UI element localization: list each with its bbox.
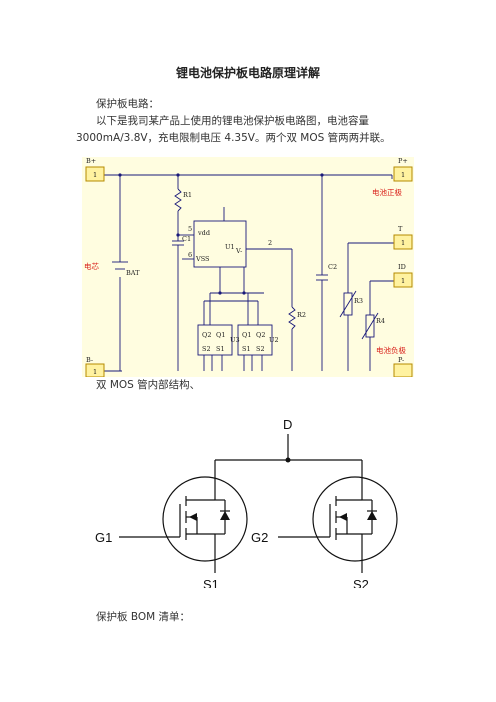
- q2-label-u3: Q2: [202, 331, 211, 339]
- pin-2-label: 2: [268, 239, 272, 247]
- port-bminus-pin: 1: [93, 368, 97, 376]
- dual-mos-diagram: D G1 G2 S1 S2: [85, 408, 415, 592]
- intro-line-2: 3000mA/3.8V，充电限制电压 4.35V。两个双 MOS 管两两并联。: [76, 132, 391, 144]
- q2-label-u2: Q2: [256, 331, 265, 339]
- battery-positive-label: 电池正极: [372, 187, 402, 197]
- r3-label: R3: [354, 297, 363, 305]
- vdd-label: vdd: [197, 229, 210, 237]
- port-pplus-label: P+: [398, 157, 408, 165]
- pin-6-label: 6: [188, 251, 192, 259]
- s2-label-u3: S2: [202, 345, 211, 353]
- port-id-label: ID: [398, 263, 406, 271]
- s1-label-u3: S1: [216, 345, 225, 353]
- mos-d-label: D: [283, 417, 292, 432]
- port-pminus-label: P-: [398, 356, 404, 364]
- battery-cell-label: 电芯: [84, 261, 99, 271]
- r1-label: R1: [183, 191, 192, 199]
- bom-heading: 保护板 BOM 清单：: [96, 611, 191, 623]
- mos-g2-label: G2: [251, 530, 268, 545]
- document-title: 锂电池保护板电路原理详解: [175, 66, 320, 80]
- c2-label: C2: [328, 263, 337, 271]
- port-bplus-label: B+: [86, 157, 96, 165]
- q1-label-u3: Q1: [216, 331, 225, 339]
- port-t-label: T: [398, 225, 403, 233]
- port-pplus-pin: 1: [401, 171, 405, 179]
- battery-negative-label: 电池负极: [376, 345, 406, 355]
- port-bminus-label: B-: [86, 356, 93, 364]
- r4-label: R4: [376, 317, 385, 325]
- port-t-pin: 1: [401, 239, 405, 247]
- u1-label: U1: [225, 243, 235, 251]
- protection-board-schematic: B+ 1 B- 1 P+ 1 T 1 ID 1 P- 电芯 电池正极 电池负极 …: [82, 157, 414, 377]
- r2-label: R2: [297, 311, 306, 319]
- s2-label-u2: S2: [256, 345, 265, 353]
- u2-label: U2: [269, 336, 279, 344]
- mos-g1-label: G1: [95, 530, 112, 545]
- port-bplus-pin: 1: [93, 171, 97, 179]
- mos-s2-label: S2: [353, 577, 369, 588]
- s1-label-u2: S1: [242, 345, 251, 353]
- mos-s1-label: S1: [203, 577, 219, 588]
- mos-caption: 双 MOS 管内部结构、: [96, 379, 201, 391]
- pin-5-label: 5: [188, 225, 192, 233]
- intro-line-1: 以下是我司某产品上使用的锂电池保护板电路图，电池容量: [96, 115, 369, 127]
- port-id-pin: 1: [401, 277, 405, 285]
- bat-label: BAT: [126, 269, 140, 277]
- vss-label: VSS: [195, 255, 210, 263]
- u3-label: U3: [230, 336, 240, 344]
- vminus-label: V-: [235, 247, 242, 255]
- section-heading: 保护板电路：: [96, 98, 159, 110]
- c1-label: C1: [182, 235, 191, 243]
- q1-label-u2: Q1: [242, 331, 251, 339]
